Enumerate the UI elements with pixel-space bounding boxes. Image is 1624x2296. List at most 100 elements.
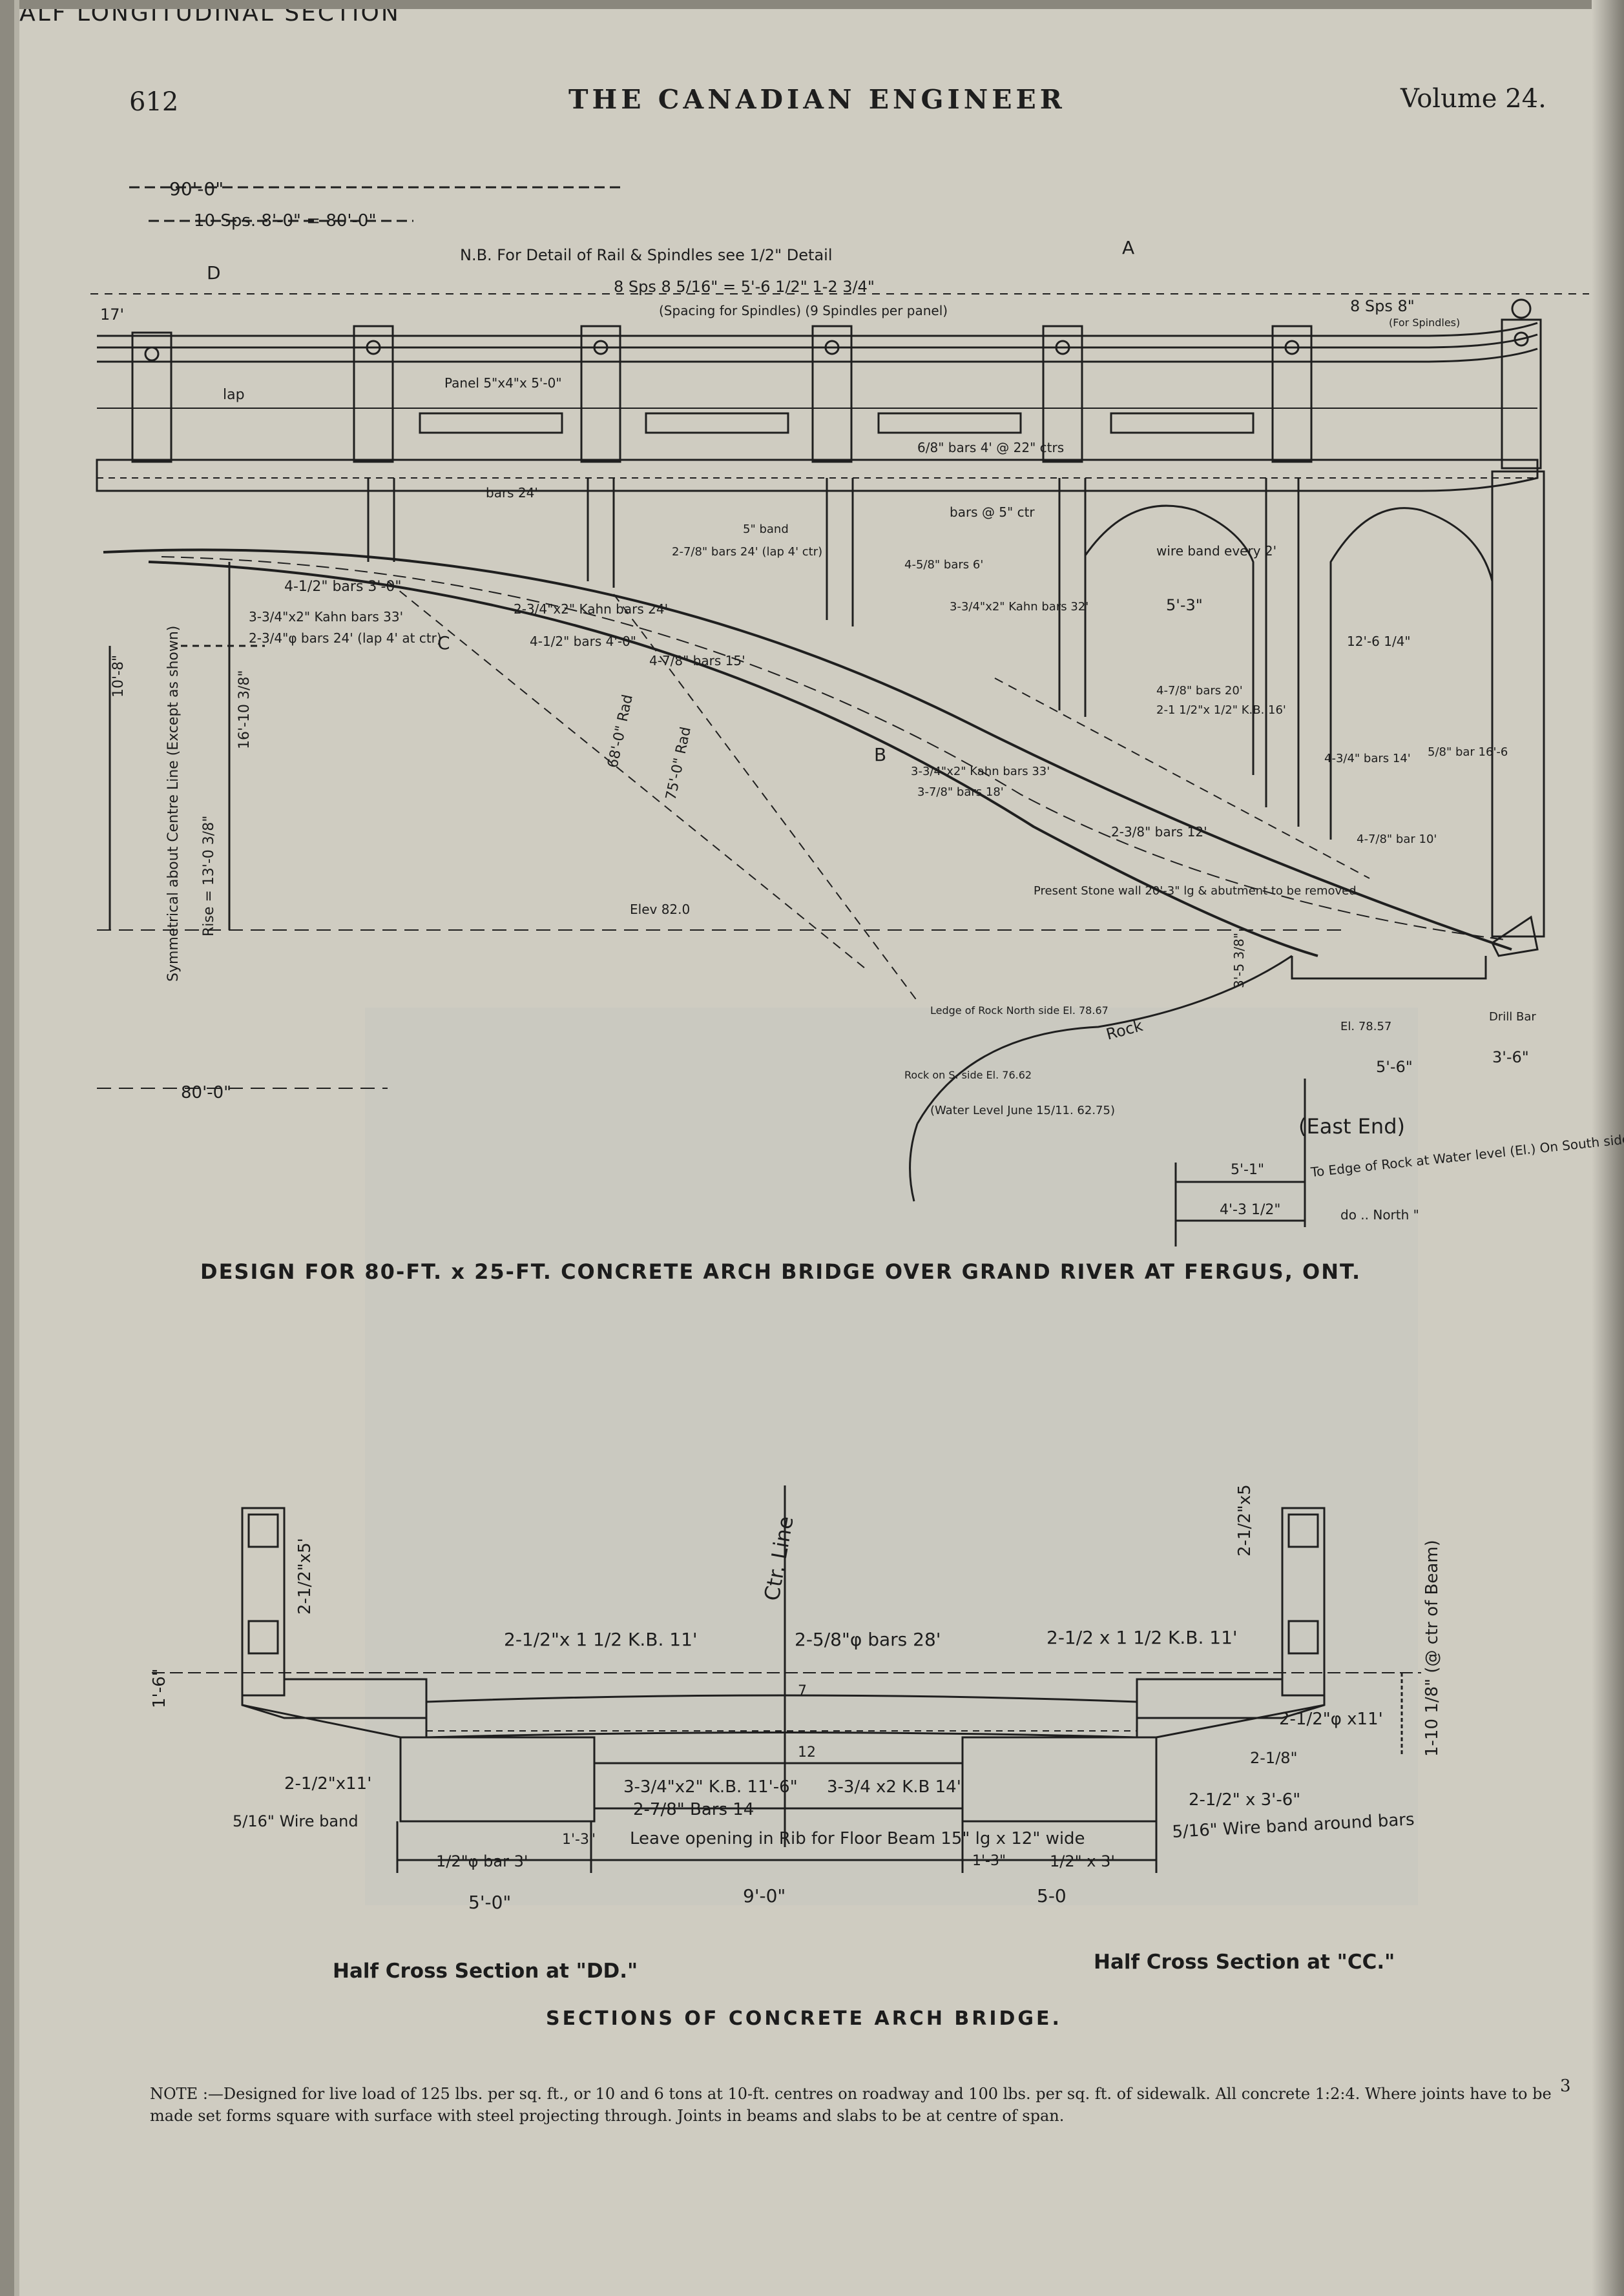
label-bar-16-6: 5/8" bar 16'-6 xyxy=(1428,745,1508,759)
page-top-edge xyxy=(0,0,1624,9)
label-rock: Rock xyxy=(1104,1017,1145,1044)
label-for-spindles: (For Spindles) xyxy=(1389,316,1460,329)
label-bars-24b: 2-7/8" bars 24' (lap 4' ctr) xyxy=(672,545,822,559)
label-nb-detail: N.B. For Detail of Rail & Spindles see 1… xyxy=(460,246,833,264)
label-5-0-left: 5'-0" xyxy=(468,1892,511,1913)
label-3-6: 3'-6" xyxy=(1492,1048,1529,1066)
label-x11-right: 2-1/2"φ x11' xyxy=(1279,1710,1383,1729)
label-1-3-right: 1'-3" xyxy=(972,1853,1006,1869)
label-edge-rock-north: Ledge of Rock North side El. 78.67 xyxy=(930,1004,1109,1017)
label-80: 80'-0" xyxy=(181,1083,231,1102)
label-kahn-32: 3-3/4"x2" Kahn bars 32' xyxy=(950,600,1088,614)
label-spacing-top: 10 Sps. 8'-0" = 80'-0" xyxy=(194,211,376,231)
label-kb-14: 3-3/4 x2 K.B 14' xyxy=(827,1777,961,1797)
label-bar-10: 4-7/8" bar 10' xyxy=(1357,833,1437,846)
label-x3-right: 1/2" x 3' xyxy=(1050,1852,1115,1870)
label-drill-bar: Drill Bar xyxy=(1489,1010,1536,1024)
label-7: 7 xyxy=(798,1683,807,1699)
label-spindle-note: (Spacing for Spindles) (9 Spindles per p… xyxy=(659,303,948,318)
label-5-3: 5'-3" xyxy=(1166,596,1203,614)
label-opening: Leave opening in Rib for Floor Beam 15" … xyxy=(630,1829,1085,1848)
binding-edge xyxy=(0,0,14,2296)
label-span-90: 90'-0" xyxy=(169,178,224,200)
label-bar-3: 1/2"φ bar 3' xyxy=(436,1852,528,1870)
label-x5-right: 2-1/2"x5' xyxy=(1235,1485,1254,1557)
journal-title: THE CANADIAN ENGINEER xyxy=(568,84,1066,115)
label-1-3-left: 1'-3" xyxy=(562,1832,596,1848)
label-rad-68: 68'-0" Rad xyxy=(605,693,636,769)
label-ctr-beam: 1-10 1/8" (@ ctr of Beam) xyxy=(1422,1540,1442,1757)
main-caption: DESIGN FOR 80-FT. x 25-FT. CONCRETE ARCH… xyxy=(200,1259,1362,1284)
label-rad-75: 75'-0" Rad xyxy=(663,725,694,802)
page-curl xyxy=(1592,0,1624,2296)
label-kahn-33b: 3-3/4"x2" Kahn bars 33' xyxy=(911,765,1050,778)
label-present-wall: Present Stone wall 20'-3" lg & abutment … xyxy=(1034,884,1357,898)
section-mark-d: D xyxy=(207,262,221,284)
label-bars-15: 4-7/8" bars 15' xyxy=(649,653,745,668)
label-bars-18: 3-7/8" bars 18' xyxy=(917,785,1004,799)
label-east-end: (East End) xyxy=(1298,1114,1405,1139)
section-mark-c: C xyxy=(437,632,450,654)
label-2-1: 2-1/8" xyxy=(1250,1749,1298,1767)
label-wire-band-right: 5/16" Wire band around bars xyxy=(1172,1810,1415,1842)
label-4-3: 4'-3 1/2" xyxy=(1220,1202,1281,1218)
cross-section-drawing: Ctr. Line 2-1/2"x 1 1/2 K.B. 11' 2-5/8"φ… xyxy=(150,1485,1442,1913)
label-bars-12: 2-3/8" bars 12' xyxy=(1111,824,1207,840)
section-mark-a: A xyxy=(1122,237,1134,258)
label-kahn-33: 3-3/4"x2" Kahn bars 33' xyxy=(249,609,403,625)
label-wire-band-left: 5/16" Wire band xyxy=(233,1812,359,1830)
label-3-5: 3'-5 3/8" xyxy=(1231,933,1247,988)
label-lap: lap xyxy=(223,387,245,403)
label-bars-4-0: 4-1/2" bars 4'-0" xyxy=(530,634,636,649)
label-bars-14: 2-7/8" Bars 14 xyxy=(633,1800,754,1819)
label-9-0: 9'-0" xyxy=(743,1885,786,1907)
label-band-5: 5" band xyxy=(743,522,789,536)
label-kahn-24: 2-3/4"x2" Kahn bars 24' xyxy=(514,601,668,617)
label-kb-16: 2-1 1/2"x 1/2" K.B. 16' xyxy=(1156,703,1286,717)
design-note: NOTE :—Designed for live load of 125 lbs… xyxy=(150,2085,1552,2125)
railing-posts xyxy=(131,298,1542,470)
label-bars-3-0: 4-1/2" bars 3'-0" xyxy=(284,579,402,595)
label-ctr-line: Ctr. Line xyxy=(759,1515,798,1603)
label-rock-south: Rock on S. side El. 76.62 xyxy=(904,1069,1032,1081)
binding-shadow xyxy=(14,0,19,2296)
longitudinal-section-drawing: 90'-0" 10 Sps. 8'-0" = 80'-0" N.B. For D… xyxy=(90,178,1624,1246)
section-cc-caption: Half Cross Section at "CC." xyxy=(1094,1950,1395,1974)
label-spindle-spacing: 8 Sps 8 5/16" = 5'-6 1/2" 1-2 3/4" xyxy=(614,278,875,296)
section-mark-b: B xyxy=(874,744,886,765)
label-12-6: 12'-6 1/4" xyxy=(1347,634,1411,649)
label-panel: Panel 5"x4"x 5'-0" xyxy=(444,375,562,391)
label-do-north: do .. North " xyxy=(1340,1207,1419,1223)
label-kb-11-right: 2-1/2 x 1 1/2 K.B. 11' xyxy=(1046,1627,1238,1648)
margin-mark: 3 xyxy=(1560,2076,1571,2096)
label-kb-11-left: 2-1/2"x 1 1/2 K.B. 11' xyxy=(504,1629,698,1650)
label-bars-14: 4-3/4" bars 14' xyxy=(1324,752,1411,765)
page-number: 612 xyxy=(129,87,179,117)
label-bars-ctr: bars @ 5" ctr xyxy=(950,504,1035,520)
volume-label: Volume 24. xyxy=(1400,84,1546,114)
label-top-bars: 6/8" bars 4' @ 22" ctrs xyxy=(917,440,1064,455)
label-bars-6: 4-5/8" bars 6' xyxy=(904,558,983,572)
label-bars-28: 2-5/8"φ bars 28' xyxy=(795,1629,941,1650)
label-symmetrical: Symmetrical about Centre Line (Except as… xyxy=(165,626,182,982)
label-bars-24: bars 24' xyxy=(486,485,538,501)
label-water-level: (Water Level June 15/11. 62.75) xyxy=(930,1104,1115,1117)
label-kb-11-6: 3-3/4"x2" K.B. 11'-6" xyxy=(623,1777,798,1797)
label-5-6: 5'-6" xyxy=(1376,1058,1413,1076)
label-x3-6: 2-1/2" x 3'-6" xyxy=(1189,1790,1300,1810)
label-bars-24-lap: 2-3/4"φ bars 24' (lap 4' at ctr) xyxy=(249,630,442,646)
label-bars-20: 4-7/8" bars 20' xyxy=(1156,684,1243,698)
section-dd-caption: Half Cross Section at "DD." xyxy=(333,1960,638,1983)
label-sps8-right: 8 Sps 8" xyxy=(1350,297,1415,315)
label-10-8: 10'-8" xyxy=(110,655,127,698)
label-17: 17' xyxy=(100,305,124,324)
label-12: 12 xyxy=(798,1744,816,1761)
bleed-through-panel xyxy=(365,1008,1418,1905)
label-x11-left: 2-1/2"x11' xyxy=(284,1774,371,1794)
sections-caption: SECTIONS OF CONCRETE ARCH BRIDGE. xyxy=(546,2007,1062,2030)
label-1-6: 1'-6" xyxy=(150,1668,169,1708)
label-5-0-right: 5-0 xyxy=(1037,1885,1067,1907)
label-x5-left: 2-1/2"x5' xyxy=(295,1538,315,1615)
label-5-1: 5'-1" xyxy=(1231,1162,1264,1178)
